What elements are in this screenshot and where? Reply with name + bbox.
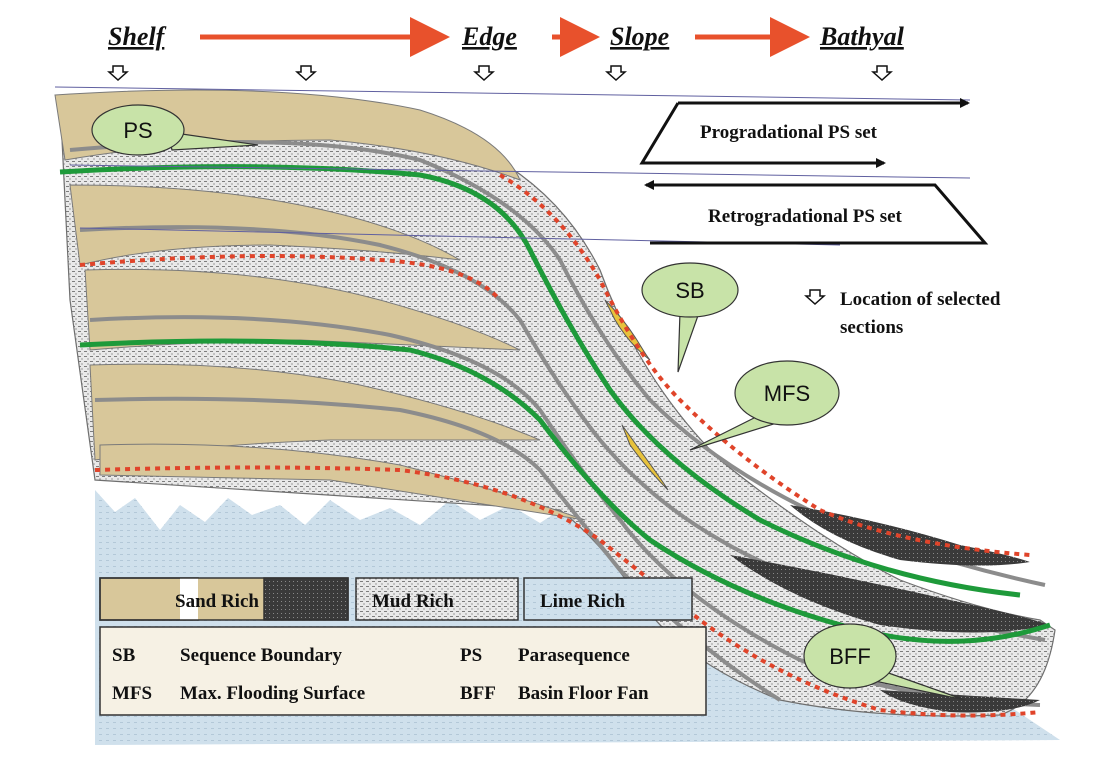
callout-ps-label: PS <box>123 118 152 143</box>
progradational-label: Progradational PS set <box>700 122 878 143</box>
location-marker-icon <box>871 65 893 82</box>
legend-sand-rich: Sand Rich <box>175 591 259 612</box>
sb-line <box>94 465 1041 718</box>
callout-sb: SB <box>641 262 739 373</box>
location-note-line2: sections <box>840 317 903 338</box>
basin-fan-dark <box>880 690 1040 713</box>
abbr-code-mfs: MFS <box>112 683 152 704</box>
abbr-code-ps: PS <box>460 645 482 666</box>
zone-shelf: Shelf <box>108 22 167 51</box>
legend-mud-rich: Mud Rich <box>372 591 454 612</box>
sand-wedge-2 <box>69 184 461 266</box>
retrogradational-arrow <box>646 183 989 245</box>
abbr-code-bff: BFF <box>460 683 496 704</box>
location-note-line1: Location of selected <box>840 289 1001 310</box>
abbr-meaning-bff: Basin Floor Fan <box>518 683 649 704</box>
facies-legend: Sand Rich Mud Rich Lime Rich <box>99 577 693 621</box>
basin-fan-dark <box>730 555 1050 633</box>
abbr-meaning-mfs: Max. Flooding Surface <box>180 683 365 704</box>
zone-edge: Edge <box>461 22 517 51</box>
location-marker-icon <box>473 65 495 82</box>
zone-bathyal: Bathyal <box>819 22 905 51</box>
callout-bff-label: BFF <box>829 644 871 669</box>
sb-line <box>79 254 502 302</box>
abbr-meaning-ps: Parasequence <box>518 645 630 666</box>
callout-mfs: MFS <box>689 360 840 451</box>
sb-line <box>498 173 1031 557</box>
zone-slope: Slope <box>610 22 669 51</box>
reference-line <box>69 164 971 179</box>
retrogradational-label: Retrogradational PS set <box>708 206 903 227</box>
abbr-meaning-sb: Sequence Boundary <box>180 645 343 666</box>
callout-sb-label: SB <box>675 278 704 303</box>
location-marker-icon <box>605 65 627 82</box>
callout-ps: PS <box>91 104 259 156</box>
location-marker-icon <box>295 65 317 82</box>
reference-line <box>54 86 971 101</box>
slope-sand-lens <box>621 424 669 491</box>
sand-wedge-4 <box>89 363 541 461</box>
location-marker-icon <box>107 65 129 82</box>
callout-mfs-label: MFS <box>764 381 810 406</box>
abbr-code-sb: SB <box>112 645 136 666</box>
callout-bff: BFF <box>803 623 966 701</box>
legend-lime-rich: Lime Rich <box>540 591 625 612</box>
abbreviation-legend: SB Sequence Boundary PS Parasequence MFS… <box>99 626 707 716</box>
location-marker-icon <box>804 289 826 306</box>
